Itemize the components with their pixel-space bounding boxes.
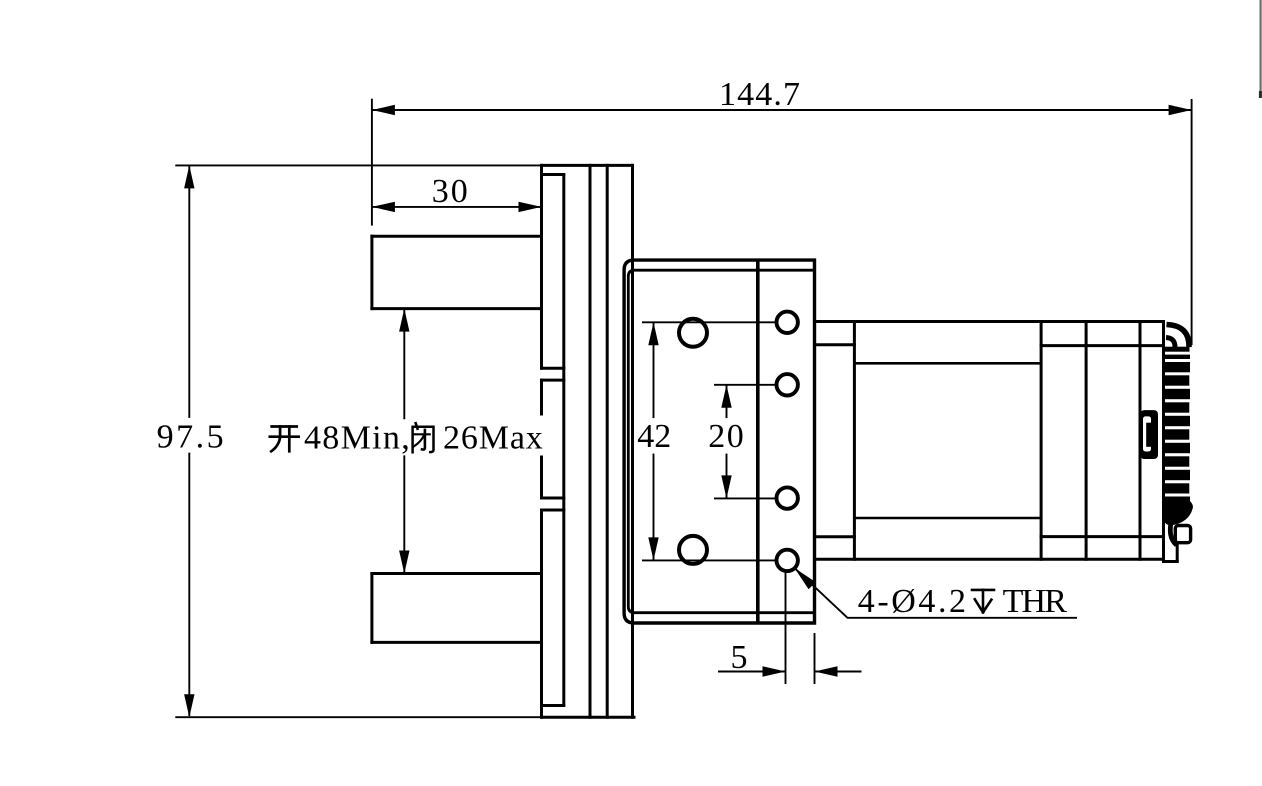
- svg-text:5: 5: [731, 639, 748, 676]
- svg-text:4-Ø4.2: 4-Ø4.2: [858, 583, 966, 620]
- svg-text:144.7: 144.7: [719, 76, 800, 113]
- svg-text:48Min,: 48Min,: [304, 419, 410, 456]
- svg-text:97.5: 97.5: [157, 419, 224, 456]
- svg-text:26Max: 26Max: [443, 419, 543, 456]
- svg-text:42: 42: [637, 418, 671, 455]
- svg-text:20: 20: [708, 418, 744, 455]
- svg-text:THR: THR: [1003, 583, 1068, 620]
